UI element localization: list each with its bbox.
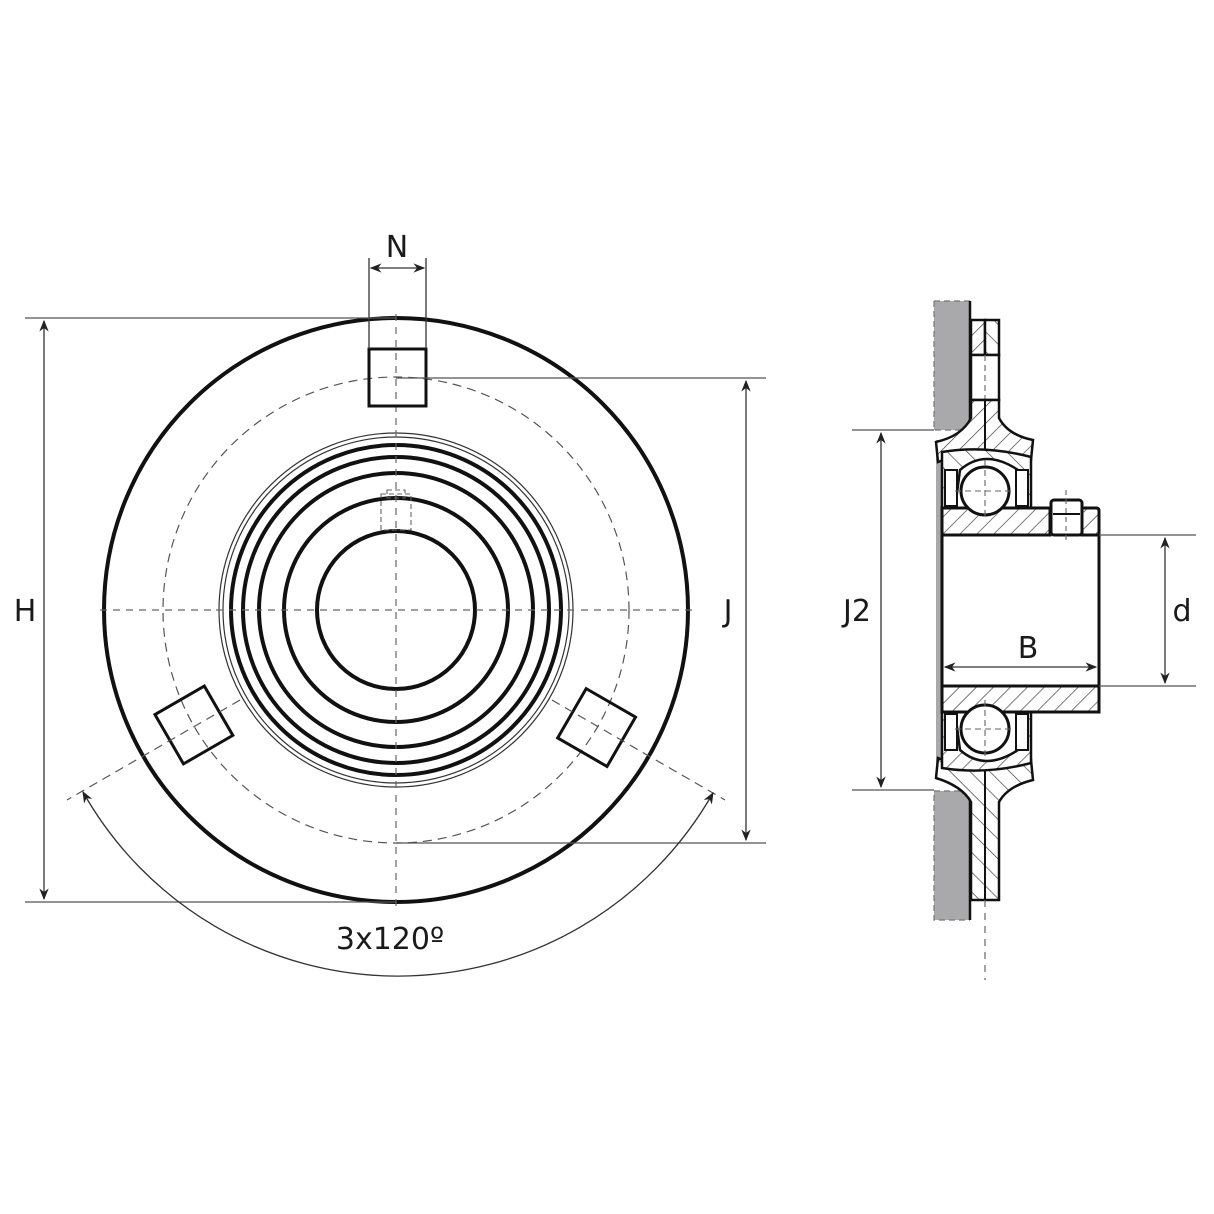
bolt-hole-bottom-left xyxy=(555,686,638,769)
front-view: N H J 3x120º xyxy=(14,230,766,977)
mounting-wall-bottom xyxy=(934,791,970,920)
dimension-J2: J2 xyxy=(841,429,934,791)
mounting-wall-top xyxy=(934,301,970,430)
label-d: d xyxy=(1172,594,1191,629)
ball-bottom xyxy=(944,700,1029,760)
label-H: H xyxy=(14,594,37,629)
dimension-d: d xyxy=(1099,534,1196,687)
flange-top-section xyxy=(934,318,1035,464)
dimension-B: B xyxy=(943,631,1098,672)
bolt-hole-bottom-right xyxy=(152,683,235,766)
inner-ring-bottom xyxy=(940,684,1101,714)
dimension-H: H xyxy=(14,317,396,903)
ball-top xyxy=(944,460,1029,520)
dimension-N: N xyxy=(368,230,427,349)
set-screw xyxy=(1049,490,1084,542)
dimension-angle: 3x120º xyxy=(82,790,714,977)
label-angle: 3x120º xyxy=(336,922,444,957)
label-J: J xyxy=(722,594,733,629)
label-J2: J2 xyxy=(841,594,871,629)
label-B: B xyxy=(1018,631,1039,666)
bore-section xyxy=(940,508,1101,712)
dimension-J: J xyxy=(396,377,766,844)
section-view: J2 B d xyxy=(841,300,1196,980)
label-N: N xyxy=(386,230,408,265)
